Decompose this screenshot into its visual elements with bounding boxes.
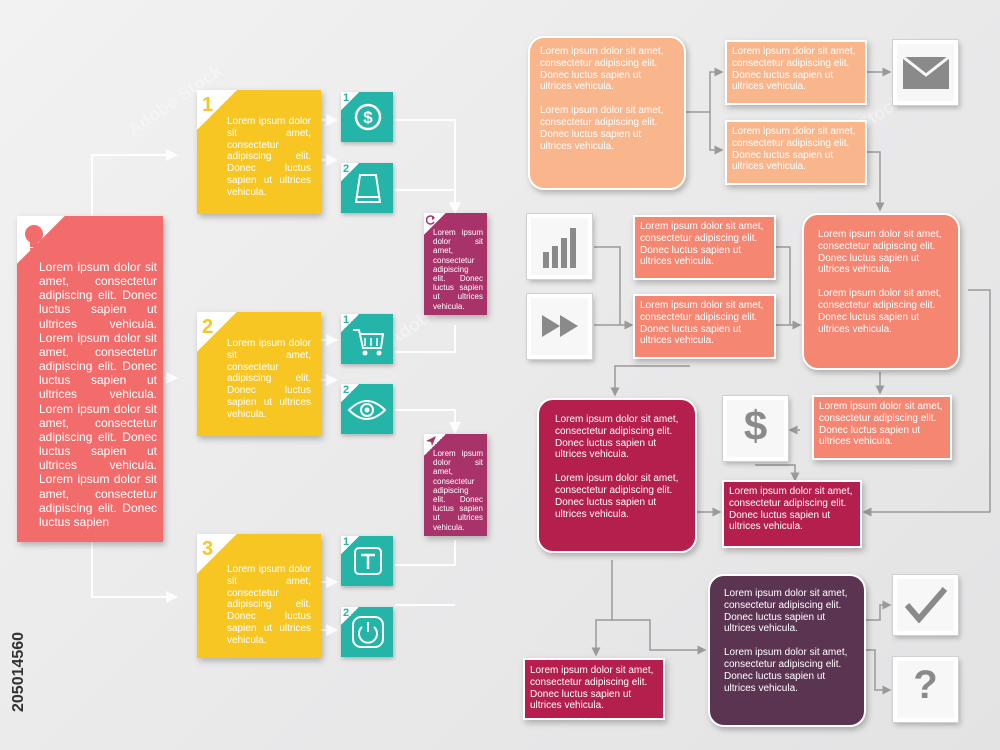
question-mark-icon: ? <box>913 663 938 707</box>
svg-text:205014560: 205014560 <box>10 632 27 712</box>
salmon-box-1: Lorem ipsum dolor sit amet, consectetur … <box>633 215 776 280</box>
result-text: Lorem ipsum dolor sit amet, consectetur … <box>433 228 483 311</box>
plum-main-box: Lorem ipsum dolor sit amet, consectetur … <box>708 574 866 727</box>
dollar-coin-icon: $ <box>354 103 382 131</box>
icon-tile-2-2: 2 <box>341 384 393 434</box>
question-icon-box: ? <box>892 656 959 723</box>
peach-main-box: Lorem ipsum dolor sit amet, consectetur … <box>528 36 686 190</box>
step-number: 2 <box>202 316 214 338</box>
corner-fold <box>197 312 237 352</box>
salmon-box-3: Lorem ipsum dolor sit amet, consectetur … <box>812 395 952 460</box>
icon-tile-3-1: 1 <box>341 536 393 586</box>
result-card-1: Lorem ipsum dolor sit amet, consectetur … <box>424 213 487 315</box>
corner-fold <box>17 216 65 264</box>
crimson-main-box: Lorem ipsum dolor sit amet, consectetur … <box>537 398 697 553</box>
result-text: Lorem ipsum dolor sit amet, consectetur … <box>433 449 483 532</box>
corner-fold <box>197 90 237 130</box>
result-card-2: Lorem ipsum dolor sit amet, consectetur … <box>424 434 487 536</box>
main-idea-text: Lorem ipsum dolor sit amet, consectetur … <box>39 260 157 529</box>
power-icon <box>352 616 384 648</box>
dollar-icon-box: $ <box>722 395 789 462</box>
crimson-box-1: Lorem ipsum dolor sit amet, consectetur … <box>722 480 862 548</box>
mail-icon-box <box>892 39 959 106</box>
lightbulb-icon <box>25 225 43 253</box>
corner-fold <box>197 534 237 574</box>
bar-chart-icon <box>543 228 576 268</box>
crimson-box-2: Lorem ipsum dolor sit amet, consectetur … <box>523 658 665 720</box>
mail-icon <box>903 57 949 89</box>
text-tool-icon <box>354 547 382 575</box>
send-icon <box>426 436 436 446</box>
salmon-box-2: Lorem ipsum dolor sit amet, consectetur … <box>633 294 776 359</box>
checkmark-icon <box>905 587 947 623</box>
icon-tile-2-1: 1 <box>341 314 393 364</box>
dollar-icon: $ <box>743 402 768 449</box>
chart-icon-box <box>526 213 593 280</box>
eye-icon <box>347 400 387 420</box>
salmon-main-box: Lorem ipsum dolor sit amet, consectetur … <box>802 213 960 370</box>
peach-box-1: Lorem ipsum dolor sit amet, consectetur … <box>725 40 867 105</box>
icon-tile-3-2: 2 <box>341 607 393 657</box>
refresh-icon <box>426 215 435 225</box>
icon-tile-1-1: 1 $ <box>341 92 393 142</box>
step-text: Lorem ipsum dolor sit amet, consectetur … <box>227 338 311 420</box>
fast-forward-icon <box>542 315 578 337</box>
icon-tile-1-2: 2 <box>341 163 393 213</box>
step-card-3: 3 Lorem ipsum dolor sit amet, consectetu… <box>197 534 321 658</box>
stock-id: 205014560 <box>10 632 27 712</box>
step-card-1: 1 Lorem ipsum dolor sit amet, consectetu… <box>197 90 321 214</box>
fast-forward-icon-box <box>526 293 593 360</box>
step-text: Lorem ipsum dolor sit amet, consectetur … <box>227 116 311 198</box>
svg-text:$: $ <box>363 108 373 127</box>
step-card-2: 2 Lorem ipsum dolor sit amet, consectetu… <box>197 312 321 436</box>
peach-box-2: Lorem ipsum dolor sit amet, consectetur … <box>725 120 867 185</box>
main-idea-card: Lorem ipsum dolor sit amet, consectetur … <box>17 216 163 542</box>
check-icon-box <box>892 574 959 636</box>
step-text: Lorem ipsum dolor sit amet, consectetur … <box>227 564 311 646</box>
step-number: 1 <box>202 94 214 116</box>
step-number: 3 <box>202 538 214 560</box>
shopping-cart-icon <box>353 329 385 356</box>
cup-icon <box>354 174 382 203</box>
